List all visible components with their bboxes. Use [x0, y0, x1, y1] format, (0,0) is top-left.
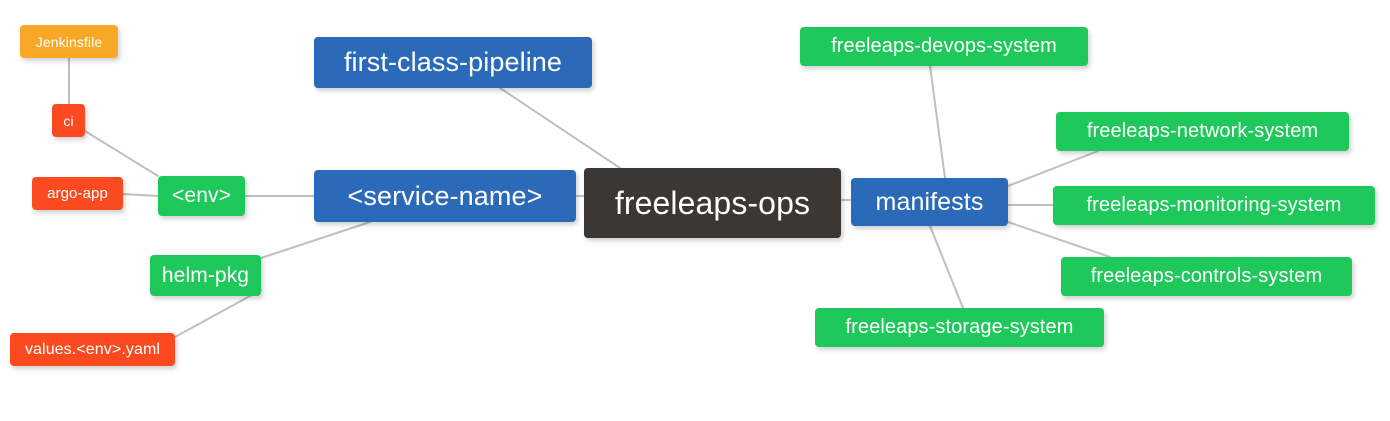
edge-manifests-to-freeleaps-storage-system: [929, 225, 964, 309]
edge-ci-to-env: [84, 130, 159, 177]
node-freeleaps-ops[interactable]: freeleaps-ops: [584, 168, 841, 238]
node-freeleaps-monitoring-system[interactable]: freeleaps-monitoring-system: [1053, 186, 1375, 225]
node-freeleaps-controls-system[interactable]: freeleaps-controls-system: [1061, 257, 1352, 296]
node-jenkinsfile[interactable]: Jenkinsfile: [20, 25, 118, 58]
node-argo-app[interactable]: argo-app: [32, 177, 123, 210]
edge-manifests-to-freeleaps-controls-system: [1007, 221, 1111, 258]
edge-first-class-pipeline-to-freeleaps-ops: [499, 87, 621, 169]
node-env[interactable]: <env>: [158, 176, 245, 216]
edge-argo-app-to-env: [122, 193, 159, 197]
edge-freeleaps-devops-system-to-manifests: [929, 65, 946, 179]
edge-helm-pkg-to-service-name: [260, 221, 371, 259]
node-values-yaml[interactable]: values.<env>.yaml: [10, 333, 175, 366]
node-manifests[interactable]: manifests: [851, 178, 1008, 226]
edge-values-yaml-to-helm-pkg: [174, 289, 262, 338]
node-service-name[interactable]: <service-name>: [314, 170, 576, 222]
node-freeleaps-devops-system[interactable]: freeleaps-devops-system: [800, 27, 1088, 66]
node-freeleaps-network-system[interactable]: freeleaps-network-system: [1056, 112, 1349, 151]
node-first-class-pipeline[interactable]: first-class-pipeline: [314, 37, 592, 88]
node-freeleaps-storage-system[interactable]: freeleaps-storage-system: [815, 308, 1104, 347]
node-helm-pkg[interactable]: helm-pkg: [150, 255, 261, 296]
node-ci[interactable]: ci: [52, 104, 85, 137]
edge-manifests-to-freeleaps-network-system: [1007, 150, 1099, 187]
